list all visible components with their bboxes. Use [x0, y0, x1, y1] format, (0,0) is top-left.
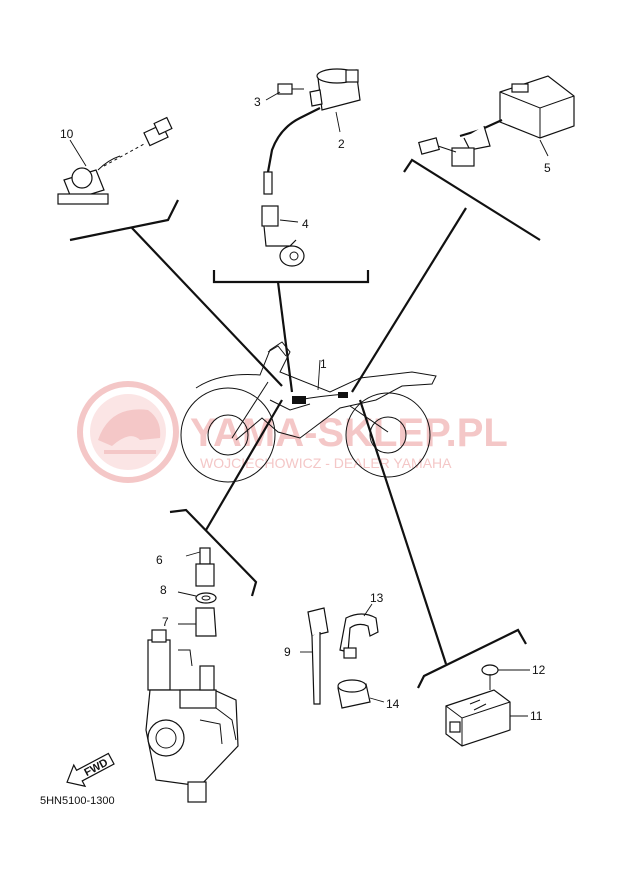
callout-1: 1	[320, 357, 327, 371]
sensor-assembly: 10	[57, 116, 173, 205]
clamp-part: 13	[339, 591, 384, 659]
callout-7: 7	[162, 615, 169, 629]
callout-14: 14	[386, 697, 400, 711]
washer-part: 8	[160, 583, 217, 604]
plug-cap-part: 4	[261, 205, 309, 267]
callout-11: 11	[530, 709, 543, 723]
callout-13: 13	[370, 591, 384, 605]
ignition-coil-assembly: 2 3 4	[254, 68, 361, 267]
coupler-part: 14	[337, 679, 400, 711]
callout-8: 8	[160, 583, 167, 597]
bracket-part: 7	[162, 607, 217, 637]
callout-12: 12	[532, 663, 546, 677]
watermark-subtitle: WOJCIECHOWICZ - DEALER YAMAHA	[200, 455, 452, 471]
fwd-label: FWD	[82, 757, 110, 779]
callout-5: 5	[544, 161, 551, 175]
callout-10: 10	[60, 127, 74, 141]
nipple-part: 6	[156, 547, 215, 587]
helmet-logo-icon	[77, 381, 179, 483]
group-brackets	[69, 158, 541, 689]
fwd-arrow-icon: FWD	[66, 752, 115, 788]
diagram-code: 5HN5100-1300	[40, 795, 115, 807]
carburetor	[145, 629, 239, 803]
callout-2: 2	[338, 137, 345, 151]
bolt-part: 3	[254, 83, 304, 109]
screw-part: 12	[481, 663, 546, 690]
callout-6: 6	[156, 553, 163, 567]
wire-harness: 1	[297, 357, 347, 401]
cable-tie-part: 9	[284, 607, 329, 705]
carb-fittings: 6 8 7	[156, 547, 217, 637]
regulator-part: 11	[445, 689, 543, 747]
callout-9: 9	[284, 645, 291, 659]
callout-4: 4	[302, 217, 309, 231]
callout-3: 3	[254, 95, 261, 109]
cdi-unit-assembly: 5	[418, 75, 575, 175]
